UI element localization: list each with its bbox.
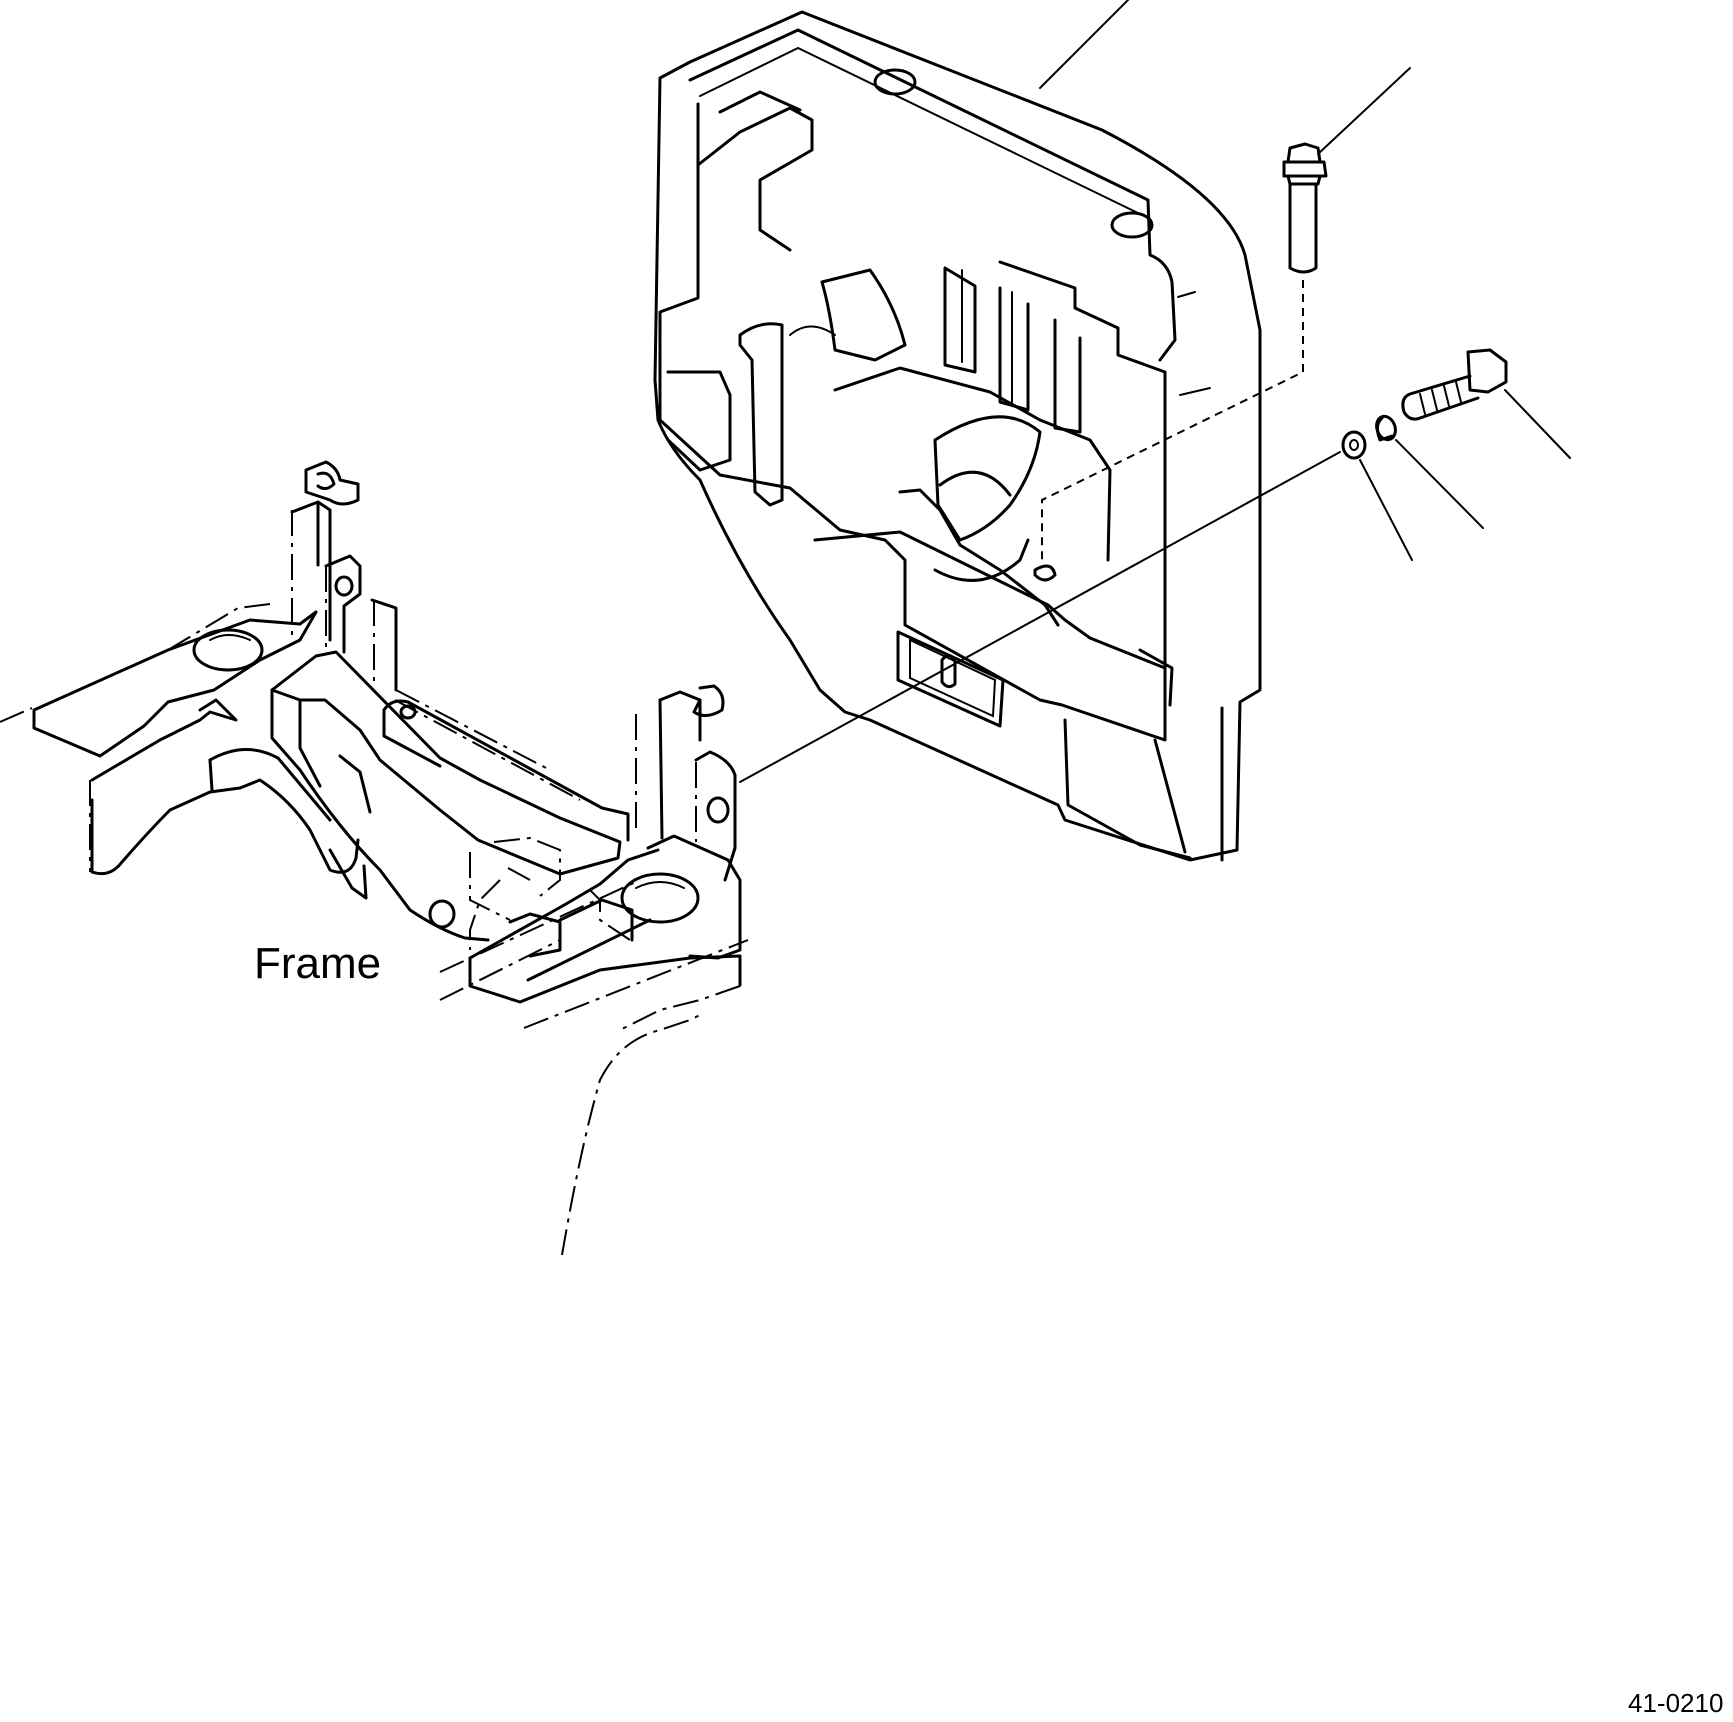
drawing-number: 41-0210 [1628,1688,1724,1718]
counterweight-drawing [653,10,1262,862]
frame-drawing [0,460,749,1256]
frame-label: Frame [254,939,382,988]
leader-lines [1039,0,1571,561]
lifting-bolt-drawing [1041,142,1328,560]
bolt-and-washers-drawing [739,348,1508,783]
